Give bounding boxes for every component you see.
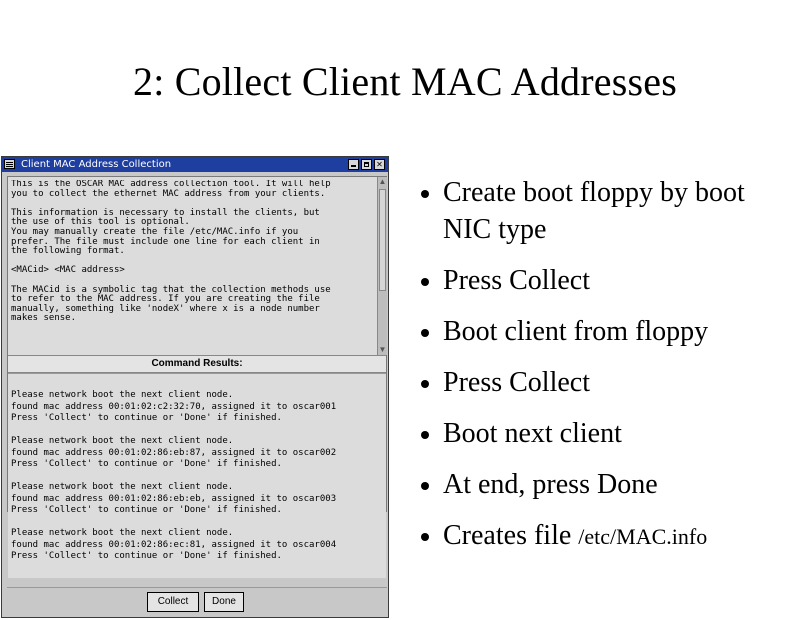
window-menu-icon[interactable] [4,159,15,169]
command-results-panel: Please network boot the next client node… [8,373,386,578]
minimize-icon[interactable] [348,159,359,170]
maximize-icon[interactable] [361,159,372,170]
done-button[interactable]: Done [204,592,244,612]
bullet-text: Creates file [443,520,572,551]
result-entry: Please network boot the next client node… [11,482,337,515]
scroll-thumb[interactable] [379,189,386,291]
slide-title: 2: Collect Client MAC Addresses [133,59,677,104]
info-text: This is the OSCAR MAC address collection… [11,180,331,324]
command-results-header: Command Results: [8,355,386,373]
info-scrollbar[interactable]: ▲ ▼ [377,177,387,355]
bullet-list: Create boot floppy by boot NIC type Pres… [418,174,798,569]
collect-button[interactable]: Collect [147,592,199,612]
results-text: Please network boot the next client node… [11,390,336,574]
scroll-up-arrow-icon[interactable]: ▲ [378,177,387,186]
result-entry: Please network boot the next client node… [11,436,337,469]
bullet-item: Boot client from floppy [418,313,798,350]
bullet-item: At end, press Done [418,466,798,503]
window-title: Client MAC Address Collection [21,159,172,170]
bullet-item: Create boot floppy by boot NIC type [418,174,798,248]
bullet-item: Press Collect [418,262,798,299]
file-path: /etc/MAC.info [578,524,708,549]
close-icon[interactable]: ✕ [374,159,385,170]
result-entry: Please network boot the next client node… [11,528,337,561]
mac-collection-window: Client MAC Address Collection ✕ This is … [1,156,389,618]
button-row: Collect Done [7,587,387,616]
window-titlebar[interactable]: Client MAC Address Collection ✕ [2,157,388,172]
bullet-item-last: Creates file /etc/MAC.info [418,517,798,555]
bullet-item: Press Collect [418,364,798,401]
scroll-down-arrow-icon[interactable]: ▼ [378,345,387,354]
info-panel: This is the OSCAR MAC address collection… [7,176,387,578]
bullet-item: Boot next client [418,415,798,452]
result-entry: Please network boot the next client node… [11,390,337,423]
